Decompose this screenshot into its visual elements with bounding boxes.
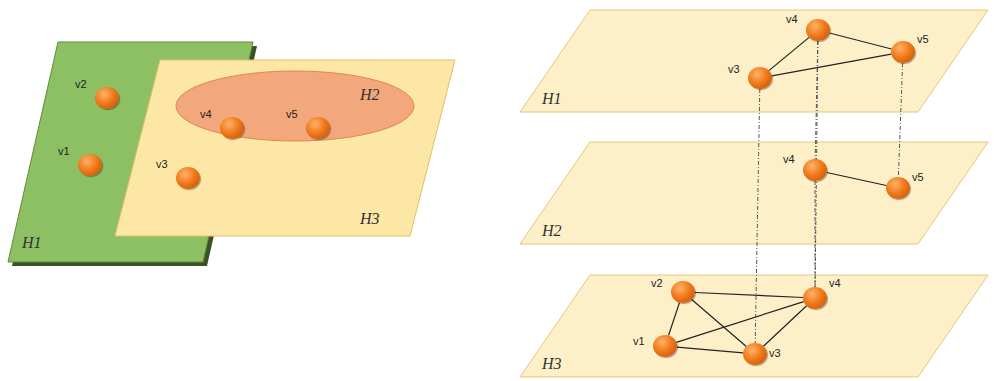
layer-label: H2: [542, 222, 562, 240]
plane-fill: [115, 60, 455, 236]
vertex-label: v4: [829, 277, 841, 290]
layer-label: H3: [360, 210, 380, 228]
vertex-dot: v1: [653, 335, 677, 357]
vertex-label: v3: [728, 63, 740, 76]
layer-plane: H1 v4 v5 v3: [520, 10, 988, 112]
vertex-dot: v2: [671, 281, 695, 303]
layer-label: H1: [542, 90, 562, 108]
vertex-dot: v4: [803, 159, 827, 181]
vertex-dot: v4: [220, 117, 244, 139]
layer-plane: H3 v2 v4 v1 v3: [520, 275, 988, 377]
vertex-dot: v5: [306, 117, 330, 139]
vertex-label: v1: [633, 335, 645, 348]
vertex-dot: v4: [803, 287, 827, 309]
layer-label: H2: [360, 86, 380, 104]
vertex-dot: v3: [748, 67, 772, 89]
vertex-dot: v5: [891, 41, 915, 63]
ellipse-fill: [176, 71, 414, 141]
vertex-label: v4: [786, 13, 798, 26]
vertex-dot: v5: [886, 177, 910, 199]
vertex-label: v2: [651, 277, 663, 290]
vertex-dot: v2: [95, 87, 119, 109]
plane-shape: [520, 275, 994, 381]
vertex-label: v1: [58, 145, 70, 158]
vertex-label: v4: [200, 108, 212, 121]
plane-fill: [520, 142, 988, 244]
vertex-dot: v1: [78, 154, 102, 176]
layer-plane: H3 H2 v4 v5 v3: [115, 60, 455, 236]
vertex-dot: v3: [176, 167, 200, 189]
hyperedge-ellipse: H2 v4 v5: [175, 70, 415, 142]
vertex-dot: v3: [743, 343, 767, 365]
vertex-label: v3: [156, 158, 168, 171]
vertex-label: v5: [917, 33, 929, 46]
layer-label: H1: [22, 234, 42, 252]
vertex-label: v2: [75, 78, 87, 91]
vertex-label: v4: [783, 153, 795, 166]
layer-plane: H2 v4 v5: [520, 142, 988, 244]
vertex-label: v5: [286, 108, 298, 121]
vertex-label: v3: [769, 347, 781, 360]
ellipse-shape: [175, 70, 423, 150]
layer-label: H3: [542, 355, 562, 373]
plane-fill: [520, 275, 988, 377]
vertex-label: v5: [912, 171, 924, 184]
vertex-dot: v4: [806, 19, 830, 41]
plane-fill: [520, 10, 988, 112]
plane-shape: [520, 142, 994, 252]
plane-shape: [520, 10, 994, 120]
